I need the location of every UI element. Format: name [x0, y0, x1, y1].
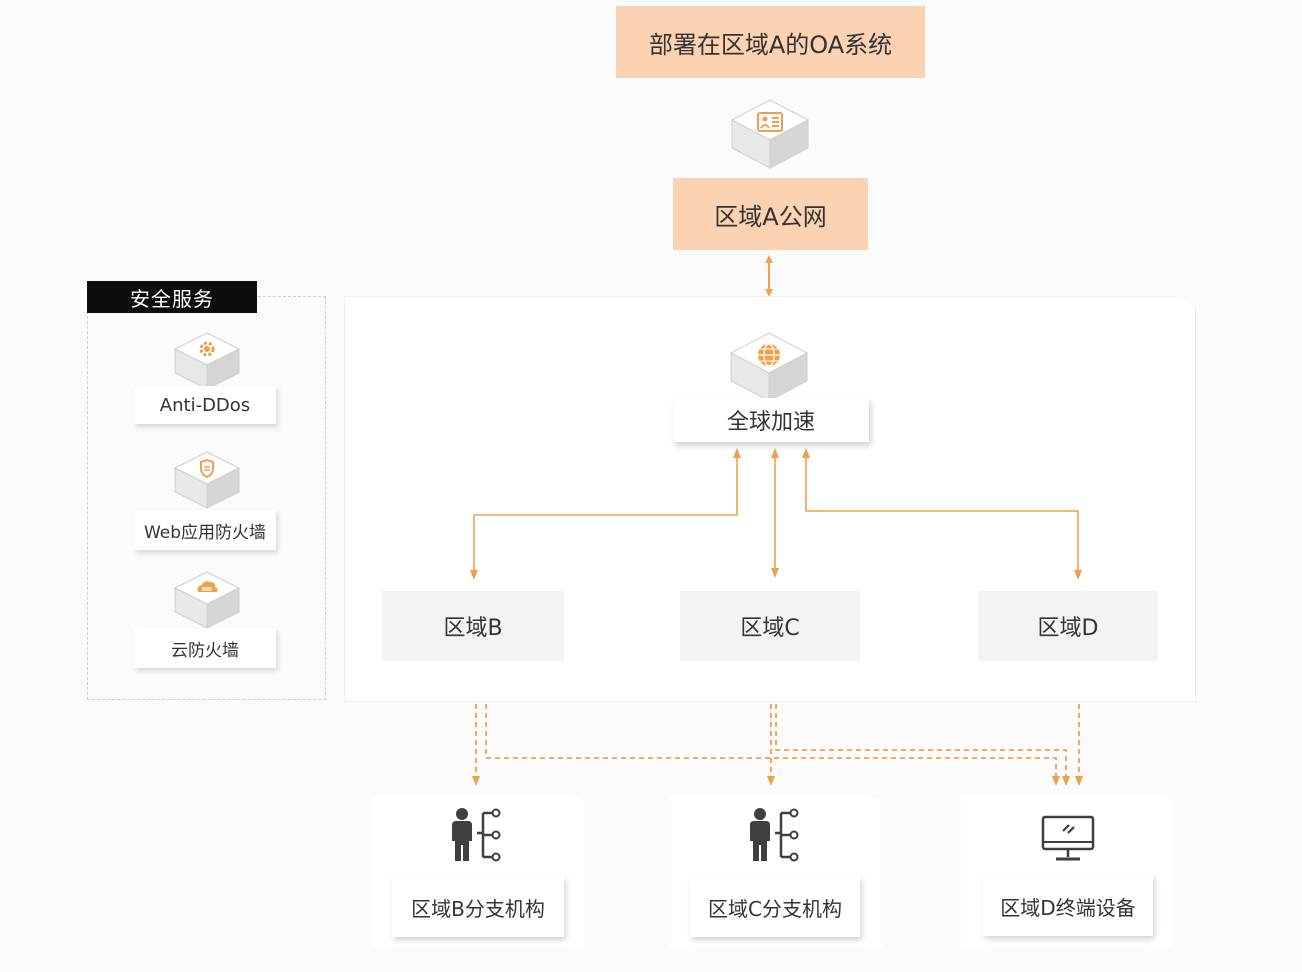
- endpoint-label-d: 区域D终端设备: [983, 876, 1153, 936]
- shield-icon: [173, 451, 241, 509]
- public-net-label: 区域A公网: [714, 202, 827, 231]
- person-tree-icon: [750, 808, 799, 862]
- security-title: 安全服务: [87, 281, 257, 313]
- security-item-anti-ddos: Anti-DDos: [134, 386, 276, 424]
- public-net-connector: [765, 255, 773, 297]
- id-card-icon: [730, 99, 810, 169]
- oa-system-box: 部署在区域A的OA系统: [616, 6, 925, 78]
- gear-icon: [173, 332, 241, 390]
- security-item-cloud-firewall: 云防火墙: [134, 628, 276, 668]
- monitor-icon: [1041, 815, 1095, 861]
- oa-system-label: 部署在区域A的OA系统: [648, 30, 893, 59]
- person-tree-icon: [452, 808, 501, 862]
- endpoint-label-b: 区域B分支机构: [392, 877, 564, 937]
- global-accel-label: 全球加速: [673, 398, 869, 442]
- region-d-box: 区域D: [978, 591, 1158, 661]
- endpoint-label-c: 区域C分支机构: [690, 877, 860, 937]
- region-c-box: 区域C: [680, 591, 860, 661]
- security-item-waf: Web应用防火墙: [134, 510, 276, 550]
- public-net-box: 区域A公网: [673, 178, 868, 250]
- region-b-box: 区域B: [382, 591, 564, 661]
